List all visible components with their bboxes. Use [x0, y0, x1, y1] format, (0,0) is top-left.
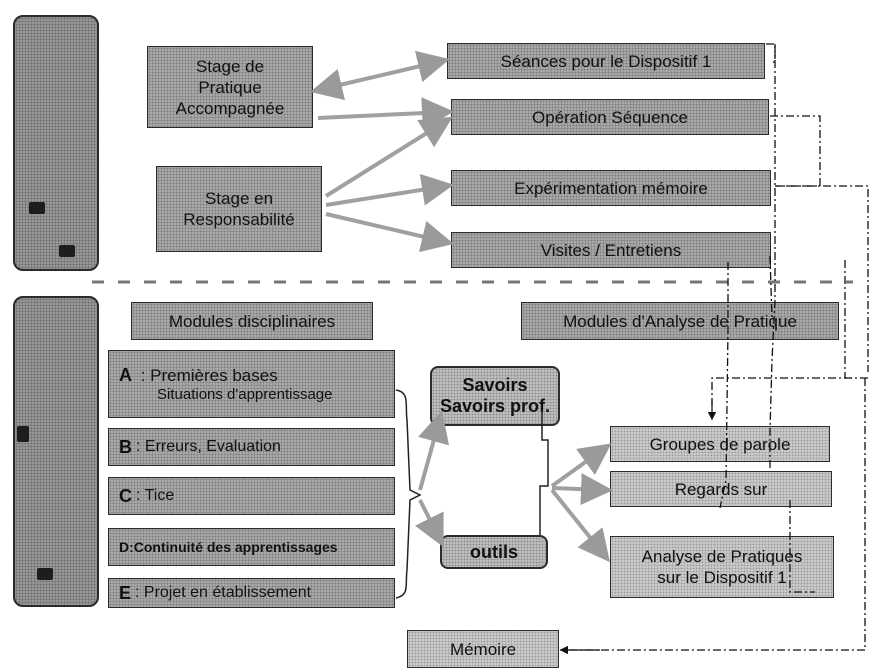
route-to-groupes: [711, 377, 868, 410]
groupes-parole-label: Groupes de parole: [649, 434, 791, 454]
module-a-title: : Premières bases: [136, 366, 278, 385]
module-b-text: : Erreurs, Evaluation: [136, 438, 281, 455]
arrow-accompagnee-operation: [317, 97, 454, 130]
arrow-brace-savoirs: [418, 410, 449, 491]
stage-responsabilite-line1: Stage en: [204, 189, 274, 208]
regards-sur-box: Regards sur: [610, 471, 832, 507]
arrow-brace-outils: [414, 499, 444, 548]
marker-icon: [37, 568, 53, 580]
stage-accompagnee-line1: Stage de: [195, 56, 265, 76]
experimentation-label: Expérimentation mémoire: [514, 178, 708, 198]
memoire-label: Mémoire: [449, 639, 517, 659]
module-b-letter: B: [119, 436, 132, 457]
memoire-box: Mémoire: [407, 630, 559, 668]
module-a-line2: Situations d'apprentissage: [157, 386, 333, 403]
regards-sur-label: Regards sur: [674, 479, 768, 499]
module-b-box: B : Erreurs, Evaluation: [108, 428, 395, 466]
arrow-to-analyse: [550, 488, 611, 563]
seances-label: Séances pour le Dispositif 1: [500, 51, 712, 71]
stage-responsabilite-line2: Responsabilité: [183, 210, 295, 229]
route-operation: [770, 115, 821, 187]
module-c-letter: C: [119, 485, 132, 506]
visites-label: Visites / Entretiens: [540, 240, 682, 260]
route-regards: [719, 262, 729, 509]
experimentation-box: Expérimentation mémoire: [451, 170, 771, 206]
route-right-vertical: [844, 260, 852, 379]
arrow-resp-experimentation: [325, 173, 454, 207]
module-d-text: D:Continuité des apprentissages: [119, 539, 338, 555]
arrow-to-regards: [551, 473, 613, 506]
route-memoire: [560, 378, 866, 651]
arrow-resp-operation: [324, 116, 453, 198]
marker-icon: [59, 245, 75, 257]
savoirs-line1: Savoirs: [462, 375, 528, 395]
bracket-right: [539, 410, 549, 535]
module-c-box: C : Tice: [108, 477, 395, 515]
route-visites: [769, 255, 773, 321]
module-e-text: : Projet en établissement: [135, 584, 312, 601]
module-e-box: E : Projet en établissement: [108, 578, 395, 608]
savoirs-line2: Savoirs prof.: [439, 396, 551, 416]
sidebar-top: [13, 15, 99, 271]
savoirs-box: Savoirs Savoirs prof.: [430, 366, 560, 426]
modules-analyse-box: Modules d'Analyse de Pratique: [521, 302, 839, 340]
arrow-resp-visites: [325, 212, 454, 253]
groupes-parole-box: Groupes de parole: [610, 426, 830, 462]
outils-label: outils: [470, 541, 518, 562]
route-seances: [766, 43, 776, 63]
marker-icon: [29, 202, 45, 214]
modules-disciplinaires-box: Modules disciplinaires: [131, 302, 373, 340]
route-seances-down: [769, 44, 776, 470]
route-analyse: [789, 500, 815, 593]
analyse-line2: sur le Dispositif 1: [657, 568, 787, 587]
module-c-text: : Tice: [136, 487, 175, 504]
module-e-letter: E: [119, 582, 132, 603]
operation-sequence-label: Opération Séquence: [532, 107, 688, 127]
visites-box: Visites / Entretiens: [451, 232, 771, 268]
arrow-accompagnee-seances: [310, 50, 450, 101]
marker-icon: [17, 426, 29, 442]
stage-responsabilite-box: Stage en Responsabilité: [156, 166, 322, 252]
analyse-pratiques-box: Analyse de Pratiques sur le Dispositif 1: [610, 536, 834, 598]
stage-accompagnee-line2: Pratique: [198, 77, 262, 97]
module-a-letter: A: [119, 365, 132, 385]
route-experimentation: [775, 185, 869, 372]
arrow-to-groupes: [550, 443, 612, 488]
operation-sequence-box: Opération Séquence: [451, 99, 769, 135]
modules-analyse-label: Modules d'Analyse de Pratique: [563, 311, 797, 331]
sidebar-bottom: [13, 296, 99, 607]
module-d-box: D:Continuité des apprentissages: [108, 528, 395, 566]
seances-box: Séances pour le Dispositif 1: [447, 43, 765, 79]
stage-accompagnee-box: Stage de Pratique Accompagnée: [147, 46, 313, 128]
brace: [395, 389, 422, 599]
modules-disciplinaires-label: Modules disciplinaires: [168, 311, 336, 331]
analyse-line1: Analyse de Pratiques: [641, 547, 803, 566]
module-a-box: A : Premières bases Situations d'apprent…: [108, 350, 395, 418]
module-a-line1: A : Premières bases: [119, 365, 278, 386]
outils-box: outils: [440, 535, 548, 569]
stage-accompagnee-line3: Accompagnée: [175, 98, 285, 118]
